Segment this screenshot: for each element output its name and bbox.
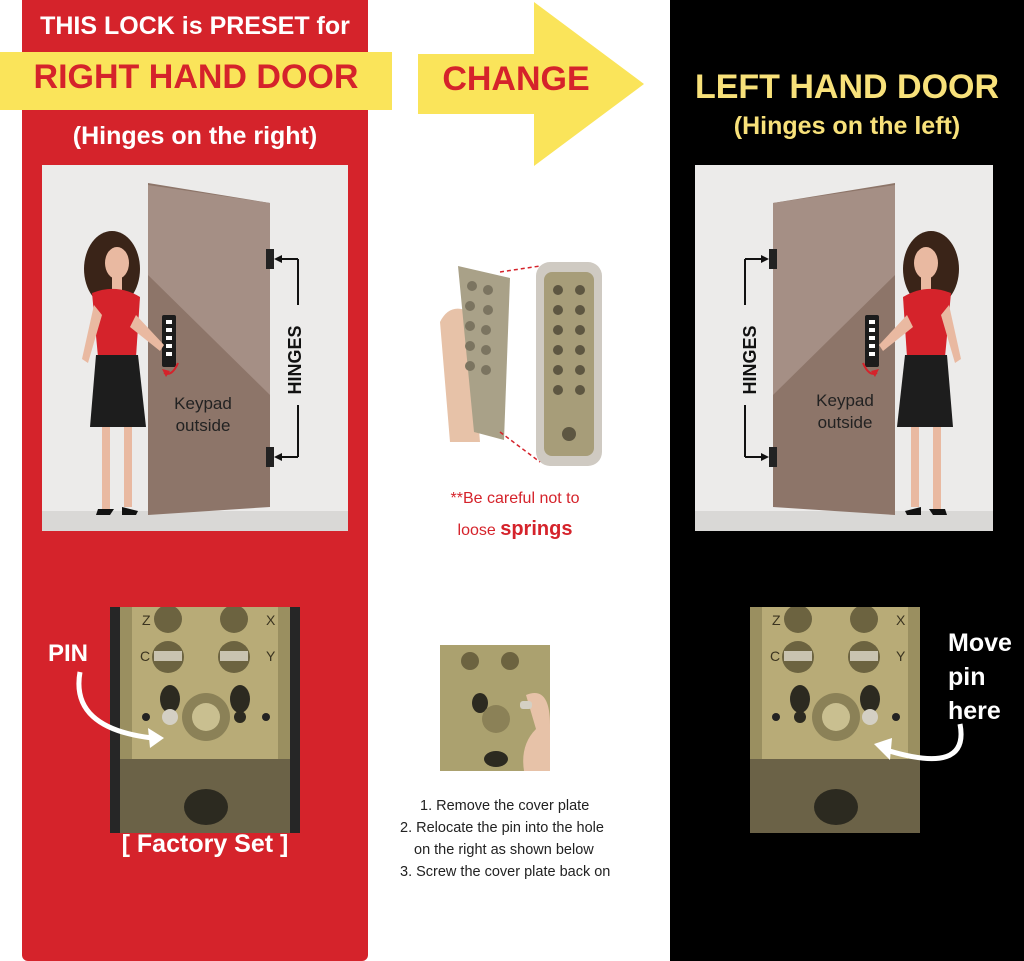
lock-mechanism-right: Z X C Y [750,605,920,833]
warning-line-1: **Be careful not to [450,490,580,507]
keypad-icon [162,315,176,367]
keypad-icon [865,315,879,367]
woman-figure-icon [879,231,961,515]
hinge-top-icon [769,249,777,269]
step-3: 3. Screw the cover plate back on [400,864,611,880]
woman-figure-icon [82,231,164,515]
move-pin-arrow-icon [874,723,964,762]
spring-warning: **Be careful not to loose springs [420,490,610,541]
left-door-illustration [695,165,993,531]
step-1: 1. Remove the cover plate [420,798,590,814]
change-arrow-icon [418,2,644,166]
pin-label: PIN [48,640,89,667]
keypad-outside-label-right: Keypad outside [148,393,258,437]
move-word: Move [948,629,1012,657]
lock-letter-x: X [896,612,906,628]
factory-set-lock-photo: Z X C Y [110,605,300,833]
lock-letter-y: Y [896,648,906,664]
warning-springs: springs [500,518,573,540]
warning-line-2: loose springs [420,518,610,541]
right-hand-door-title: RIGHT HAND DOOR [33,58,359,96]
moved-pin-lock-photo: Z X C Y [740,605,930,833]
here-word: here [948,697,1001,725]
pin-icon [162,709,178,725]
step-2: 2. Relocate the pin into the hole [400,820,604,836]
keypad-label: Keypad [174,394,232,413]
lock-letter-z: Z [772,612,781,628]
hinges-right-note: (Hinges on the right) [72,122,318,150]
lock-letter-c: C [140,648,150,664]
cover-plate-removal-icon [440,262,602,466]
right-door-illustration [42,165,348,531]
hinge-bottom-icon [769,447,777,467]
pin-relocation-photo [440,645,550,771]
step-2-cont: on the right as shown below [414,842,594,858]
door-scene-right [42,183,348,531]
outside-label: outside [175,416,231,435]
right-hand-door-banner [0,52,392,110]
hinges-label-left: HINGES [739,325,760,395]
change-label: CHANGE [442,60,590,98]
lock-mechanism-left: Z X C Y [120,605,290,833]
pin-word: pin [948,663,986,691]
lock-letter-z: Z [142,612,151,628]
lock-letter-c: C [770,648,780,664]
lock-letter-x: X [266,612,276,628]
warning-prefix: loose [457,522,501,539]
instruction-steps: 1. Remove the cover plate 2. Relocate th… [398,795,638,883]
preset-heading: THIS LOCK is PRESET for [40,12,350,40]
hinges-label-right: HINGES [285,325,305,395]
pin-relocation-icon [440,645,550,771]
door-scene-left [695,183,993,531]
left-hand-door-title: LEFT HAND DOOR [694,68,1000,106]
move-pin-here-label: Move pin here [948,626,1012,728]
pin-icon [862,709,878,725]
lock-letter-y: Y [266,648,276,664]
hinge-top-icon [266,249,274,269]
cover-plate-photo [440,262,604,470]
pin-arrow-icon [76,671,164,748]
factory-set-label: [ Factory Set ] [121,830,289,858]
hinges-left-note: (Hinges on the left) [733,112,961,140]
outside-label: outside [817,413,873,432]
keypad-outside-label-left: Keypad outside [790,390,900,434]
hinge-bottom-icon [266,447,274,467]
keypad-label: Keypad [816,391,874,410]
